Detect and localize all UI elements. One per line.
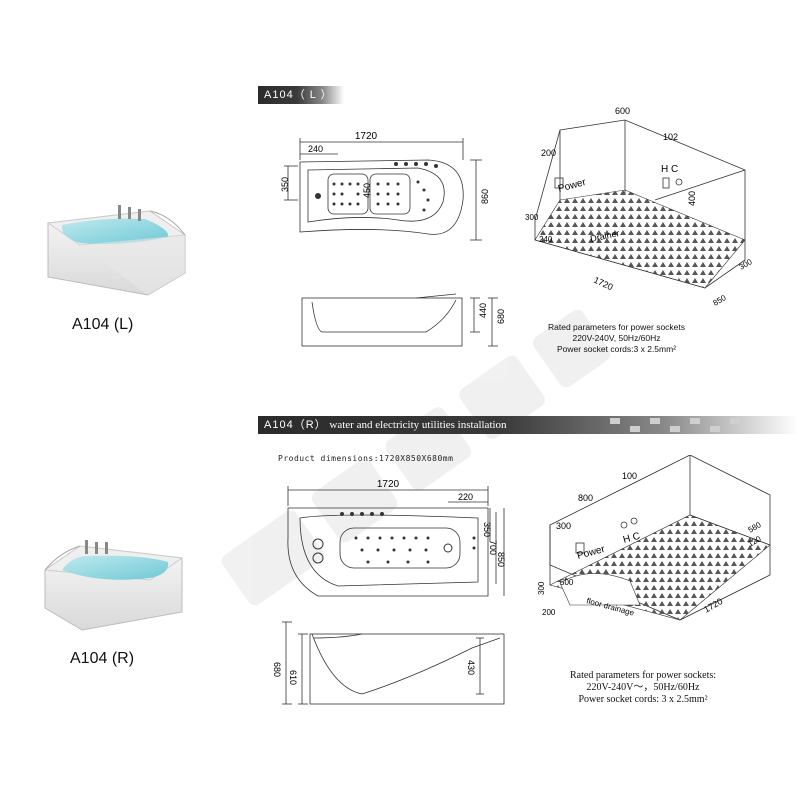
dim-220-right: 220 bbox=[458, 492, 473, 502]
bathtub-photo-right bbox=[43, 540, 184, 631]
dim-300b-right: 300 bbox=[537, 581, 546, 595]
note-right-line3: Power socket cords: 3 x 2.5mm² bbox=[578, 694, 708, 705]
dim-580-right: 580 bbox=[747, 520, 764, 535]
dim-700-right: 700 bbox=[488, 540, 498, 555]
dim-100-right: 100 bbox=[622, 471, 637, 481]
note-left-line2: 220V-240V, 50Hz/60Hz bbox=[572, 333, 661, 343]
banner-code-left: A104（ L ） bbox=[264, 89, 333, 101]
dim-680-right-side: 680 bbox=[272, 662, 282, 677]
dim-240-left: 240 bbox=[539, 235, 553, 244]
dim-total-height-left: 680 bbox=[496, 309, 506, 324]
dim-350-right: 350 bbox=[482, 522, 492, 537]
power-label-left: Power bbox=[557, 177, 588, 195]
dim-600-left: 600 bbox=[615, 106, 630, 116]
dim-102-left: 102 bbox=[663, 132, 678, 142]
dim-jet-left: 450 bbox=[362, 183, 372, 198]
note-right-line1: Rated parameters for power sockets: bbox=[570, 670, 717, 681]
dim-width-right: 1720 bbox=[377, 479, 400, 490]
bathtub-photo-left bbox=[46, 205, 187, 296]
dim-800-right: 800 bbox=[578, 493, 593, 503]
side-view-right: 680 610 430 bbox=[272, 621, 505, 705]
dim-300-left: 300 bbox=[525, 213, 539, 222]
banner-text-right: water and electricity utilities installa… bbox=[329, 419, 507, 431]
dim-430-right-side: 430 bbox=[466, 660, 476, 675]
product-name-right: A104 (R) bbox=[70, 650, 135, 667]
dim-200-left: 200 bbox=[541, 148, 556, 158]
room-installation-left: 600 102 200 Power H C 400 300 240 Draine… bbox=[525, 106, 755, 308]
power-notes-left: Rated parameters for power sockets 220V-… bbox=[548, 322, 685, 355]
model-banner-right: A104（R） water and electricity utilities … bbox=[258, 416, 798, 434]
dim-inner-left: 240 bbox=[308, 144, 323, 154]
top-view-left: 1720 240 350 450 860 bbox=[280, 131, 488, 241]
dim-400-left: 400 bbox=[687, 191, 697, 206]
room-installation-right: 800 100 300 Power H C 580 120 500 300 20… bbox=[537, 455, 771, 621]
hc-label-left: H C bbox=[661, 164, 678, 175]
note-left-line1: Rated parameters for power sockets bbox=[548, 322, 686, 332]
dim-inner-height-left: 440 bbox=[478, 303, 488, 318]
dim-200-right: 200 bbox=[542, 608, 556, 617]
dim-300-right: 300 bbox=[556, 521, 571, 531]
banner-code-right: A104（R） bbox=[264, 419, 327, 431]
dim-610-right-side: 610 bbox=[288, 670, 298, 685]
banner-fade-pattern bbox=[610, 418, 740, 432]
dim-width-left: 1720 bbox=[355, 131, 378, 142]
dim-850-right: 850 bbox=[496, 552, 506, 567]
dim-850-room-left: 850 bbox=[712, 293, 729, 308]
dim-300b-room-left: 300 bbox=[738, 257, 755, 272]
dim-depth-left-side: 350 bbox=[280, 177, 290, 192]
dim-1720-room-left: 1720 bbox=[592, 275, 614, 293]
product-dimensions: Product dimensions:1720X850X680mm bbox=[278, 454, 454, 463]
power-notes-right: Rated parameters for power sockets: 220V… bbox=[570, 670, 716, 706]
hc-label-right: H C bbox=[622, 531, 641, 546]
product-name-left: A104 (L) bbox=[72, 316, 134, 333]
note-left-line3: Power socket cords:3 x 2.5mm² bbox=[556, 344, 677, 354]
note-right-line2: 220V-240V～，50Hz/60Hz bbox=[586, 682, 700, 693]
dim-500-right: 500 bbox=[560, 578, 574, 587]
side-view-left: 440 680 bbox=[301, 293, 506, 347]
top-view-right: 1720 220 350 700 850 bbox=[287, 479, 506, 597]
dim-depth-left: 860 bbox=[480, 189, 488, 204]
model-banner-left: A104（ L ） bbox=[258, 86, 344, 104]
